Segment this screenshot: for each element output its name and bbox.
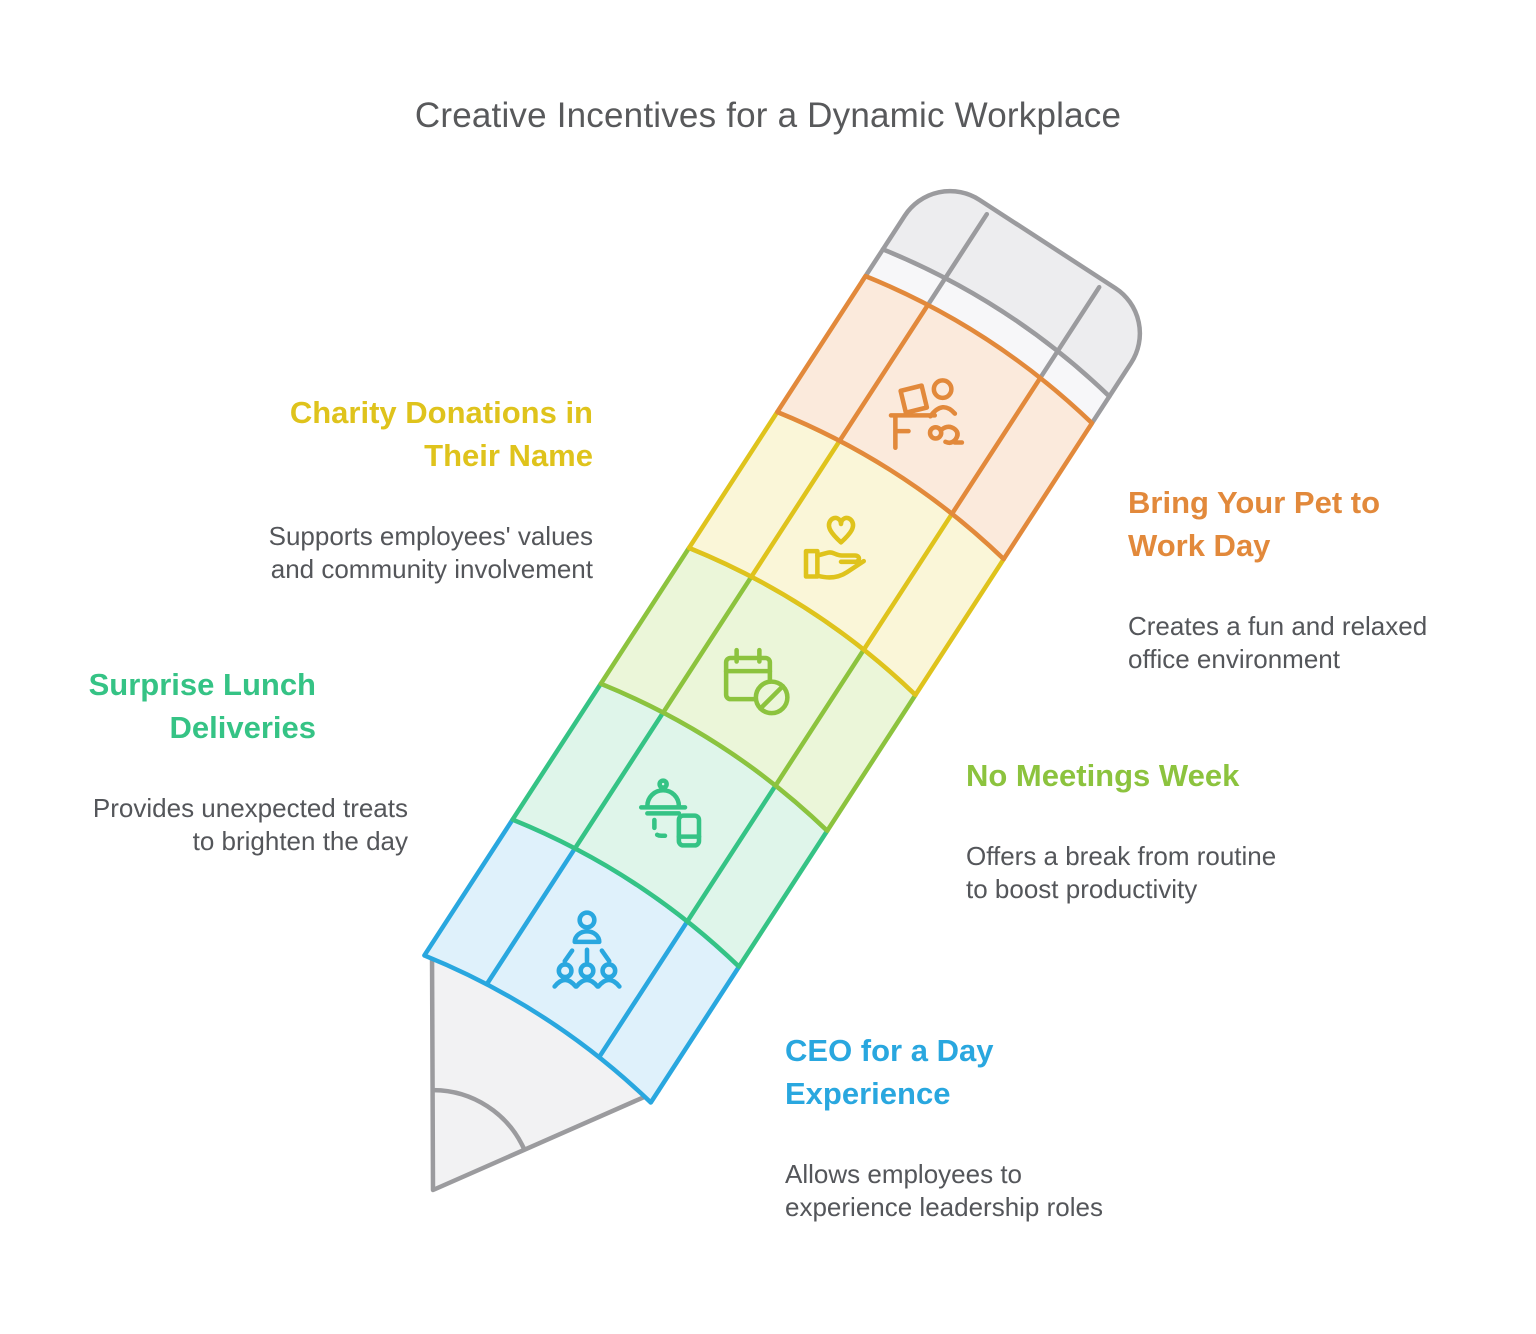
section-pet-text: Bring Your Pet to Work Day Creates a fun… <box>1128 463 1536 694</box>
pencil-tip <box>429 941 661 1193</box>
page-title: Creative Incentives for a Dynamic Workpl… <box>414 96 1122 135</box>
section-pet-heading: Bring Your Pet to Work Day <box>1128 485 1381 563</box>
no-meetings-calendar-icon <box>723 647 790 716</box>
section-lunch-text: Surprise Lunch Deliveries Provides unexp… <box>0 645 408 876</box>
ceo-leader-icon <box>552 910 622 989</box>
section-ceo-heading: CEO for a Day Experience <box>785 1033 994 1111</box>
heart-in-hand-icon <box>803 515 867 580</box>
section-ceo-text: CEO for a Day Experience Allows employee… <box>785 1011 1245 1242</box>
section-charity-text: Charity Donations in Their Name Supports… <box>133 373 593 604</box>
eraser-facet-lines <box>926 211 1102 379</box>
section-nomeetings-heading: No Meetings Week <box>966 758 1240 793</box>
section-pet-description: Creates a fun and relaxed office environ… <box>1128 611 1428 674</box>
section-lunch-description: Provides unexpected treats to brighten t… <box>92 793 408 856</box>
section-ceo-description: Allows employees to experience leadershi… <box>785 1159 1103 1222</box>
pencil-tip-arc <box>431 1087 527 1152</box>
pencil-eraser <box>880 188 1143 399</box>
section-lunch-heading: Surprise Lunch Deliveries <box>88 667 316 745</box>
section-charity-heading: Charity Donations in Their Name <box>289 395 593 473</box>
section-charity-description: Supports employees' values and community… <box>268 521 593 584</box>
pet-at-work-icon <box>888 378 965 451</box>
lunch-delivery-icon <box>638 778 702 848</box>
section-nomeetings-description: Offers a break from routine to boost pro… <box>966 841 1277 904</box>
section-nomeetings-text: No Meetings Week Offers a break from rou… <box>966 736 1426 924</box>
